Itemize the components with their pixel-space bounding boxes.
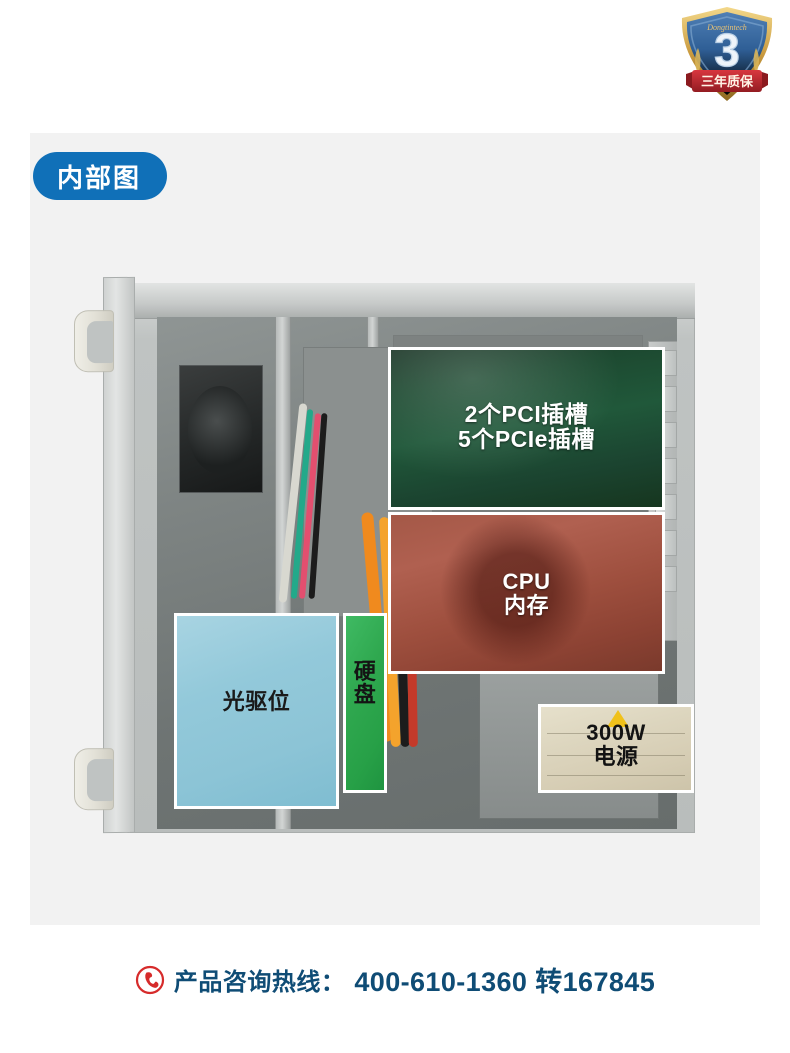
psu-label-rule — [547, 775, 685, 776]
hotline-label: 产品咨询热线： — [173, 969, 346, 996]
hotline-number: 400-610-1360 转167845 — [354, 967, 656, 997]
annotation-pci-slots: 2个PCI插槽 5个PCIe插槽 — [388, 347, 665, 510]
pci-slots-line1: 2个PCI插槽 — [464, 401, 589, 427]
psu-label-rule — [547, 733, 685, 734]
annotation-power-supply-label: 300W 电源 — [541, 721, 691, 769]
svg-text:3: 3 — [714, 24, 740, 76]
system-fan — [179, 365, 263, 493]
annotation-optical-drive-bay-label: 光驱位 — [222, 689, 291, 714]
svg-text:Dongtintech: Dongtintech — [706, 23, 747, 32]
psu-line2: 电源 — [593, 743, 639, 769]
section-title-pill: 内部图 — [33, 152, 168, 200]
chassis-handle-top — [74, 310, 114, 373]
rack-mount-ear — [74, 276, 135, 834]
psu-label-rule — [547, 755, 685, 756]
annotation-hard-disk: 硬 盘 — [343, 613, 387, 793]
page-title: 内部图 — [57, 162, 142, 193]
phone-icon — [135, 965, 164, 994]
svg-text:三年质保: 三年质保 — [701, 74, 754, 89]
chassis-photo: 2个PCI插槽 5个PCIe插槽 CPU 内存 光驱位 硬 盘 — [74, 255, 715, 845]
warranty-badge-icon: 3 Dongtintech 三年质保 — [681, 7, 773, 101]
annotation-cpu-memory-label: CPU 内存 — [391, 570, 662, 618]
hotline-footer: 产品咨询热线： 400-610-1360 转167845 — [0, 960, 790, 999]
warranty-badge: 3 Dongtintech 三年质保 — [668, 4, 786, 108]
annotation-cpu-memory: CPU 内存 — [388, 512, 665, 674]
annotation-pci-slots-label: 2个PCI插槽 5个PCIe插槽 — [391, 402, 662, 452]
annotation-hard-disk-label: 硬 盘 — [346, 660, 384, 707]
cpu-line2: 内存 — [503, 592, 549, 618]
chassis-handle-bottom — [74, 748, 114, 811]
pci-slots-line2: 5个PCIe插槽 — [458, 425, 595, 452]
annotation-optical-drive-bay: 光驱位 — [174, 613, 339, 809]
hdd-line1: 硬 — [353, 659, 377, 684]
hdd-line2: 盘 — [353, 682, 377, 708]
annotation-power-supply: 300W 电源 — [538, 704, 694, 793]
chassis-top-rail — [130, 283, 695, 319]
psu-line1: 300W — [586, 720, 646, 745]
cpu-line1: CPU — [502, 569, 551, 594]
warning-triangle-icon — [607, 710, 629, 727]
